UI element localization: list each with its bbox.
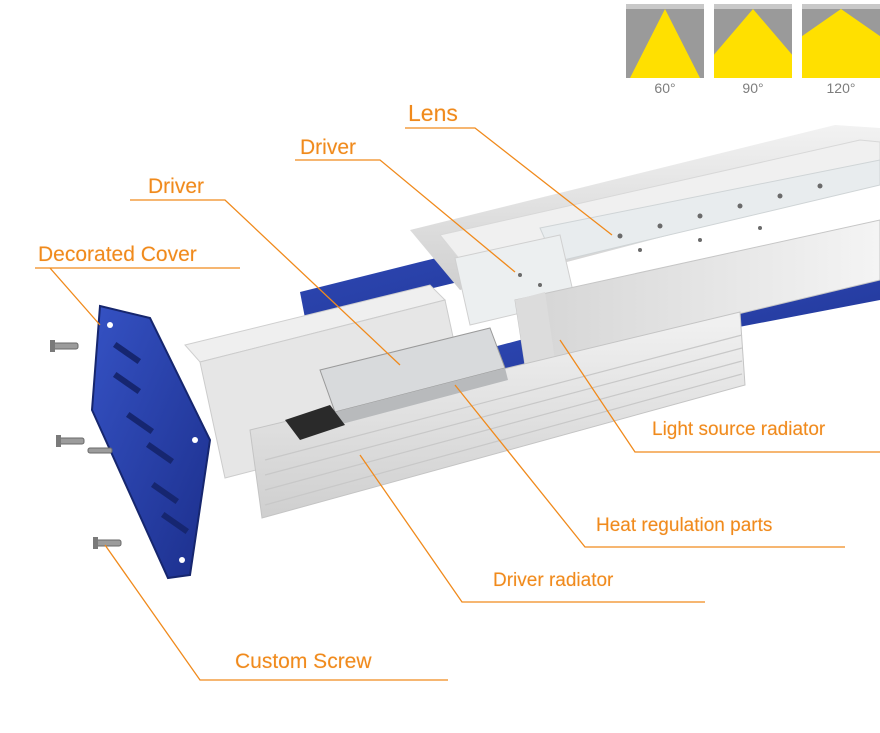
callout-light-source-radiator: Light source radiator [652,419,826,440]
callout-custom-screw: Custom Screw [235,650,372,673]
callout-heat-regulation: Heat regulation parts [596,515,773,536]
beam-label-120: 120° [826,80,856,96]
custom-screws [50,340,122,549]
beam-source-strip [714,4,792,9]
beam-angle-60 [626,4,704,78]
decorated-cover [90,304,212,580]
beam-angle-90 [714,4,792,78]
beam-angle-120 [802,4,880,78]
callout-driver-mid: Driver [148,175,204,198]
leader-lines [35,127,880,681]
callout-driver-radiator: Driver radiator [493,570,614,591]
beam-source-strip [802,4,880,9]
callout-lens: Lens [408,100,458,126]
light-source-housing [410,125,880,366]
callout-decorated-cover: Decorated Cover [38,243,197,266]
beam-60-icon [630,9,700,78]
beam-120-icon [802,9,880,78]
beam-label-60: 60° [654,80,676,96]
beam-90-icon [714,9,792,78]
beam-label-90: 90° [742,80,764,96]
callout-driver-top: Driver [300,136,356,159]
driver-housing [184,284,746,519]
beam-source-strip [626,4,704,9]
